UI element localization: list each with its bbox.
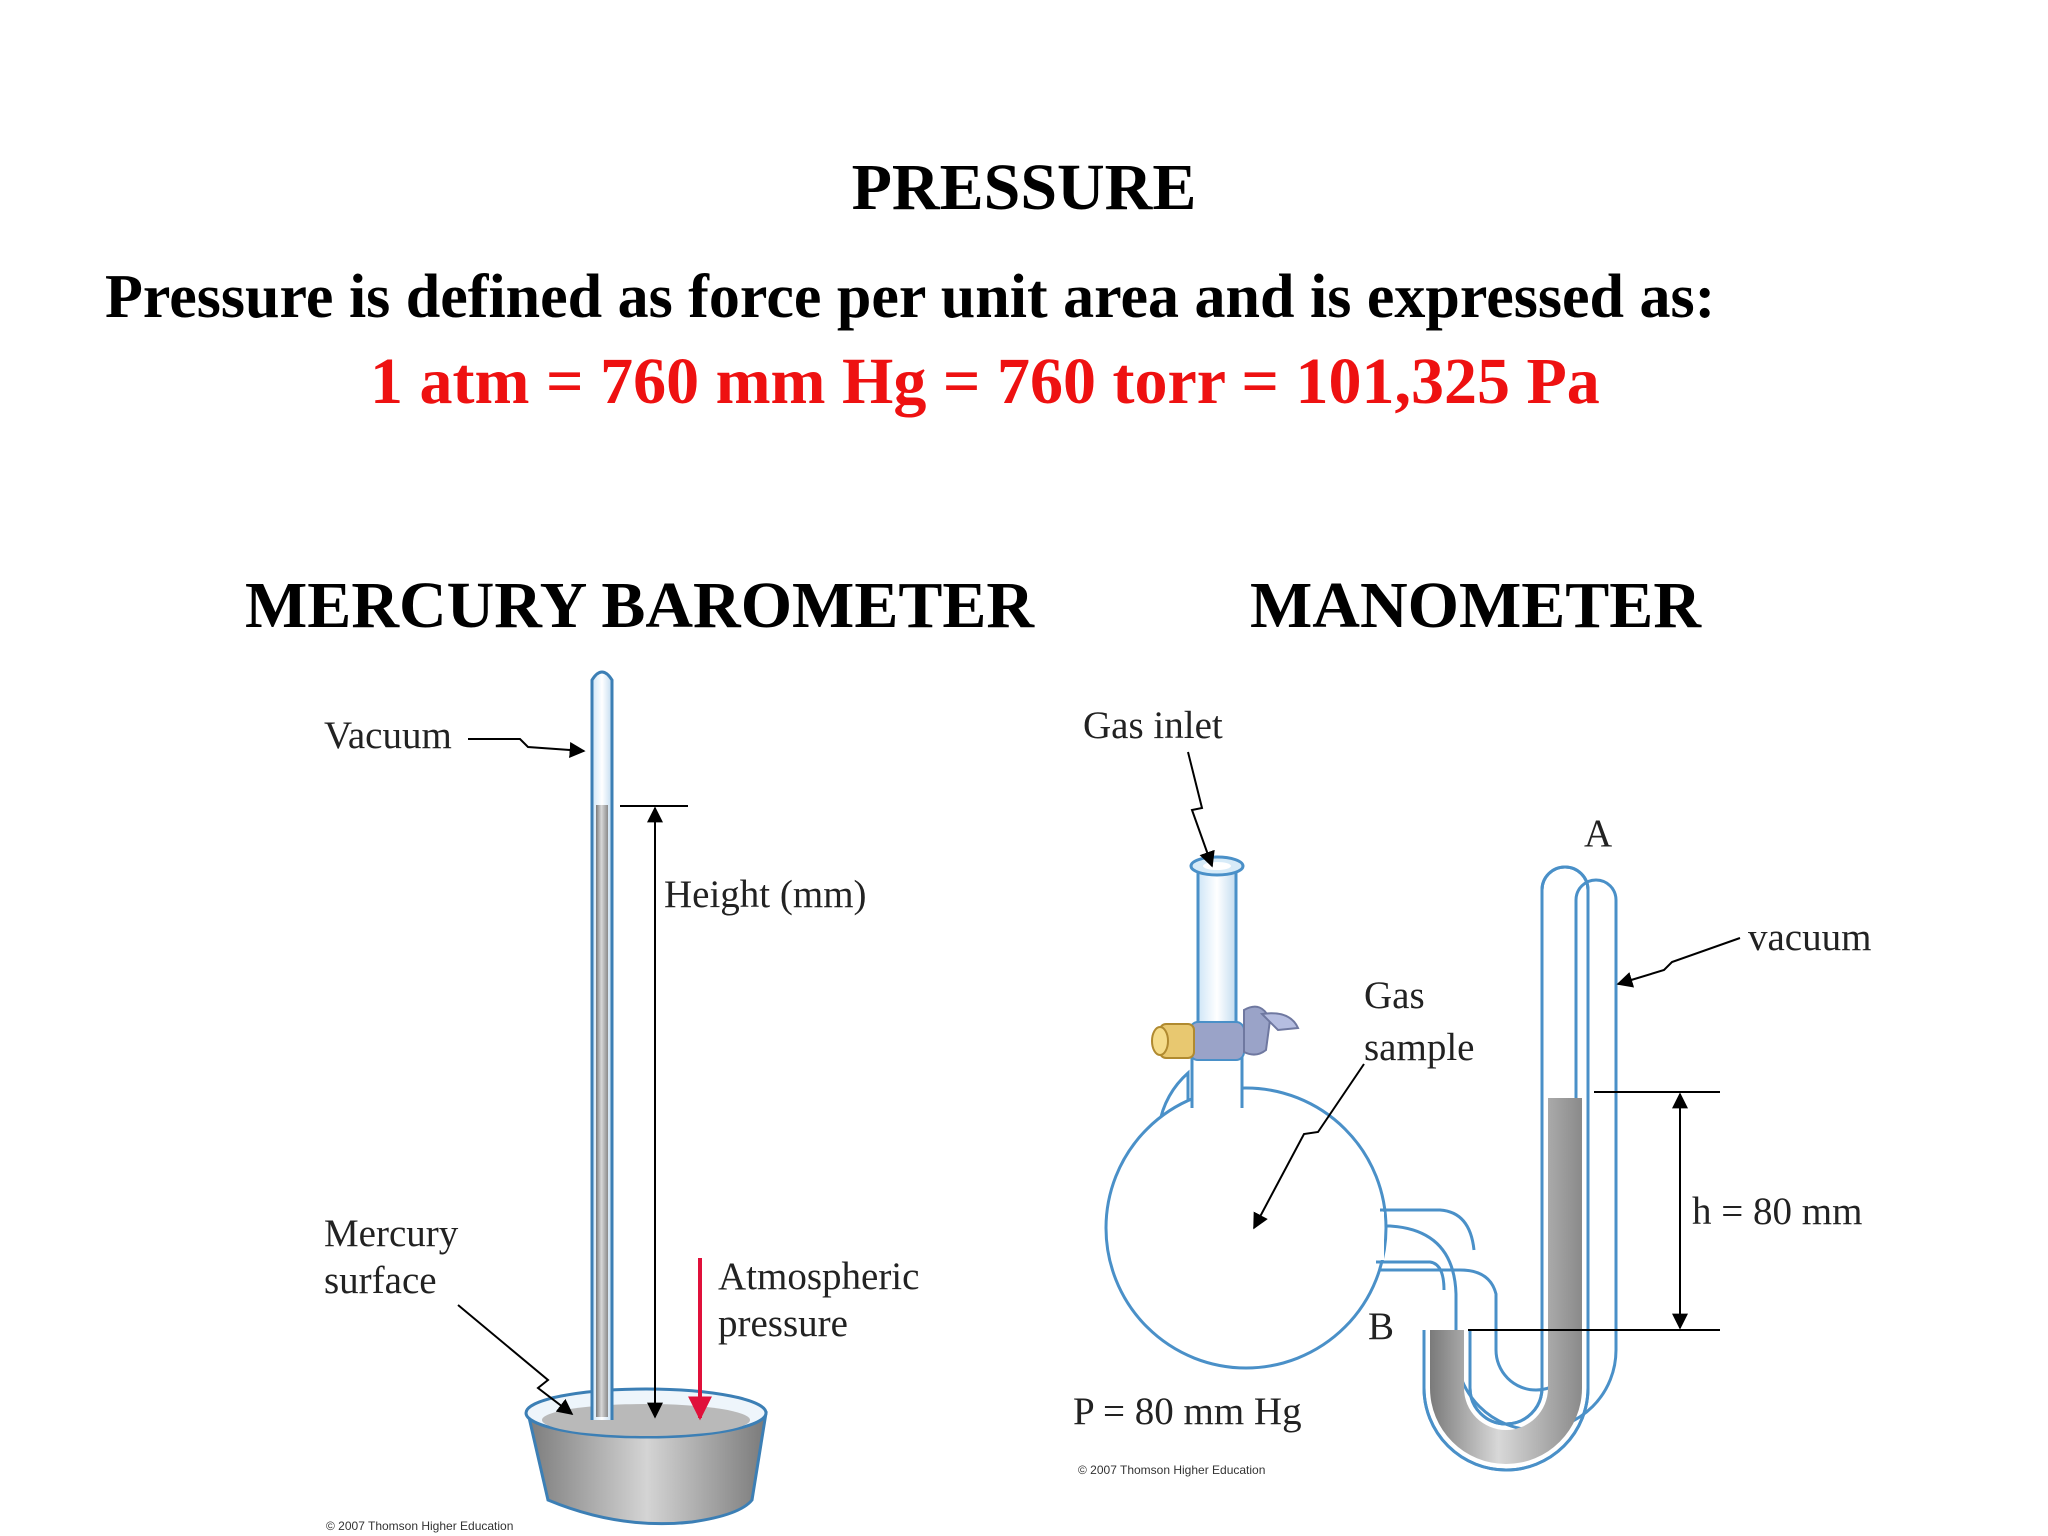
barometer-tube <box>590 670 614 1420</box>
manometer-heading: MANOMETER <box>1250 569 1701 642</box>
manometer-vacuum-arrow <box>1616 937 1741 988</box>
manometer-height-label: h = 80 mm <box>1692 1190 1863 1233</box>
gas-sample-label-line2: sample <box>1364 1026 1475 1069</box>
mercury-surface-arrow <box>457 1304 574 1415</box>
gas-sample-arrow <box>1253 1063 1365 1230</box>
manometer-diagram <box>1104 751 1741 1472</box>
vacuum-label: Vacuum <box>324 714 452 757</box>
gas-inlet-arrow <box>1187 751 1215 868</box>
stopcock-valve <box>1151 855 1300 1061</box>
height-dimension <box>620 805 688 1419</box>
gas-sample-label-line1: Gas <box>1364 974 1425 1017</box>
atmospheric-pressure-label-line1: Atmospheric <box>718 1255 920 1298</box>
gas-inlet-label: Gas inlet <box>1083 704 1223 747</box>
flask-bulb <box>1104 1086 1388 1370</box>
atmospheric-pressure-label-line2: pressure <box>718 1302 848 1345</box>
point-b-label: B <box>1368 1305 1395 1348</box>
barometer-diagram <box>457 670 768 1526</box>
manometer-pressure-label: P = 80 mm Hg <box>1073 1390 1302 1433</box>
manometer-vacuum-label: vacuum <box>1748 916 1872 959</box>
point-a-label: A <box>1584 812 1613 855</box>
mercury-surface-label-line2: surface <box>324 1259 437 1302</box>
mercury-dish <box>524 1387 768 1526</box>
vacuum-arrow <box>468 738 586 758</box>
barometer-copyright: © 2007 Thomson Higher Education <box>326 1519 514 1533</box>
manometer-mercury <box>1430 1098 1582 1464</box>
definition-text: Pressure is defined as force per unit ar… <box>105 263 1716 331</box>
manometer-copyright: © 2007 Thomson Higher Education <box>1078 1463 1266 1477</box>
mercury-column <box>596 805 608 1417</box>
height-label: Height (mm) <box>664 873 867 916</box>
u-tube <box>1422 865 1590 1472</box>
mercury-surface-label-line1: Mercury <box>324 1212 459 1255</box>
manometer-height-dimension <box>1468 1091 1720 1331</box>
slide-title: PRESSURE <box>851 151 1197 224</box>
barometer-heading: MERCURY BAROMETER <box>245 569 1035 642</box>
pressure-equation: 1 atm = 760 mm Hg = 760 torr = 101,325 P… <box>370 345 1600 418</box>
